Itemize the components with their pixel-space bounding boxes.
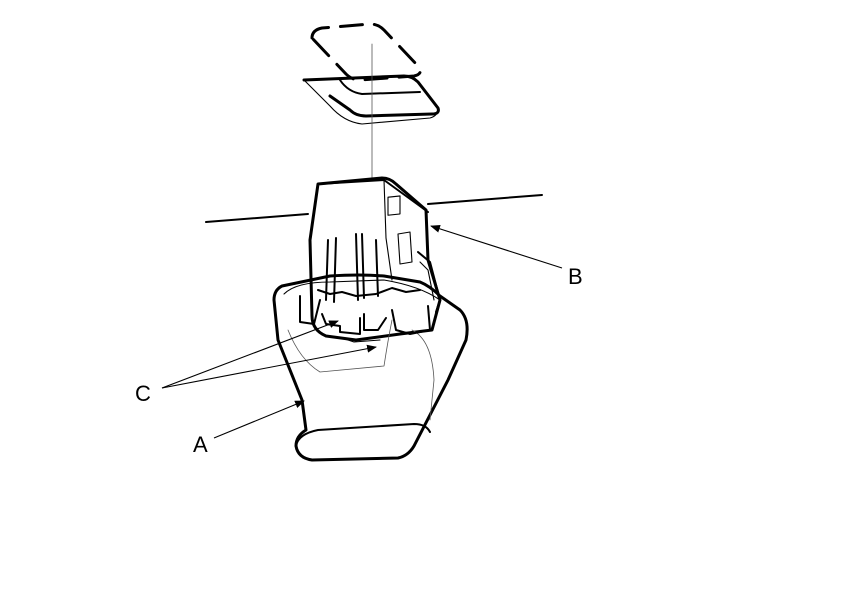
holder-a [272,273,469,462]
leader-lines [161,224,563,439]
leader-b [430,224,563,269]
leader-c-upper [161,320,339,389]
callout-label-a: A [193,432,208,457]
seal-plate [302,74,440,125]
wire-left [205,213,309,223]
callout-label-c: C [135,381,151,406]
seal-gasket-dashed [310,22,422,82]
connector-b [308,176,442,342]
leader-c-lower [161,344,377,389]
callout-label-b: B [568,264,583,289]
wire-right [427,194,543,205]
leader-a [213,400,305,439]
